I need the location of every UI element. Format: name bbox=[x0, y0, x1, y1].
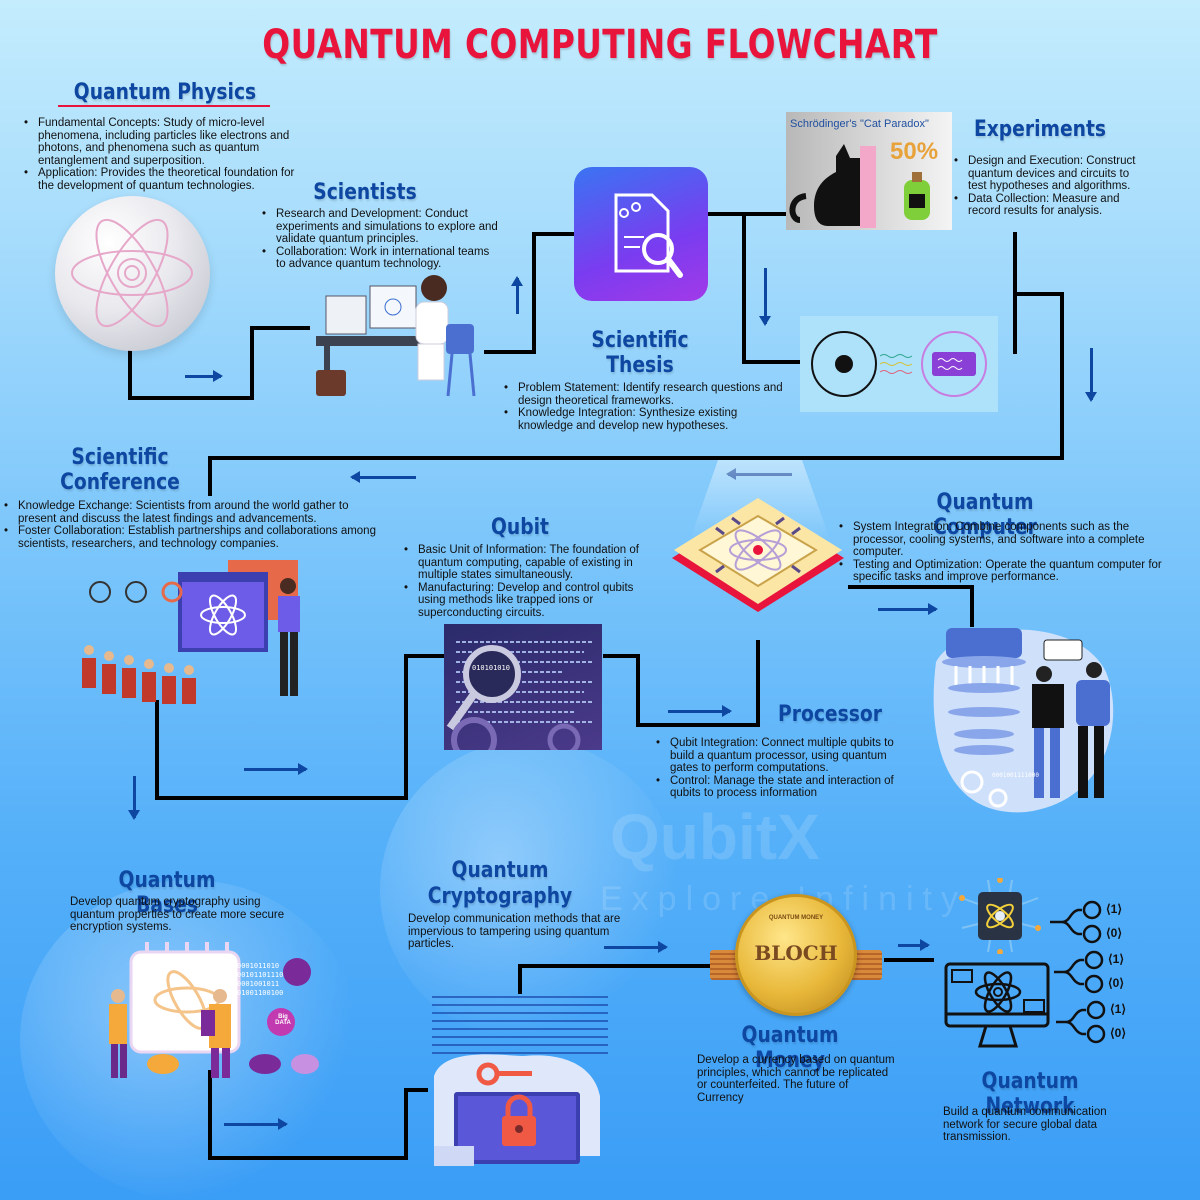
bullet-item: Testing and Optimization: Operate the qu… bbox=[835, 559, 1165, 584]
cat-paradox-caption: Schrödinger's "Cat Paradox" bbox=[790, 118, 929, 130]
node-heading-line-2: Conference bbox=[60, 470, 180, 495]
big-data-badge: Big DATA bbox=[275, 1014, 291, 1026]
node-heading: Quantum Money bbox=[741, 1023, 839, 1073]
flow-arrow-left bbox=[350, 471, 416, 483]
node-bullets: Problem Statement: Identify research que… bbox=[500, 382, 790, 432]
node-heading: Quantum Physics bbox=[73, 80, 257, 105]
state-label: ⟨0⟩ bbox=[1106, 926, 1123, 940]
flow-arrow-down bbox=[1085, 348, 1097, 402]
bullet-item: Research and Development: Conduct experi… bbox=[258, 208, 498, 246]
quantum-lab-illustration: 0001001111000 bbox=[926, 622, 1126, 818]
bullet-item: Qubit Integration: Connect multiple qubi… bbox=[652, 737, 912, 775]
node-description: Develop quantum cryptography using quant… bbox=[70, 896, 285, 933]
quantum-bases-illustration: Big DATA 0001011010 00101101110 00010010… bbox=[95, 942, 325, 1082]
qubit-binary-text: 010101010 bbox=[472, 664, 510, 672]
flow-arrow-down bbox=[128, 776, 140, 820]
bullet-item: Data Collection: Measure and record resu… bbox=[950, 193, 1150, 218]
state-label: ⟨1⟩ bbox=[1108, 952, 1125, 966]
flow-arrow-right bbox=[668, 705, 732, 717]
node-heading: Quantum Network bbox=[981, 1069, 1079, 1119]
flow-arrow-left bbox=[726, 468, 792, 480]
network-monitor-icon bbox=[944, 962, 1052, 1054]
bullet-item: Knowledge Exchange: Scientists from arou… bbox=[0, 500, 390, 525]
qubit-state-tree: ⟨1⟩ ⟨0⟩ ⟨1⟩ ⟨0⟩ ⟨1⟩ ⟨0⟩ bbox=[1050, 896, 1200, 1046]
bloch-coin-icon: QUANTUM MONEY BLOCH bbox=[735, 894, 857, 1016]
node-description: Develop communication methods that are i… bbox=[408, 913, 621, 950]
bullet-item: Application: Provides the theoretical fo… bbox=[20, 167, 310, 192]
flow-arrow-right bbox=[244, 763, 308, 775]
node-bullets: Knowledge Exchange: Scientists from arou… bbox=[0, 500, 390, 550]
bullet-item: Control: Manage the state and interactio… bbox=[652, 775, 912, 800]
node-heading: Processor bbox=[778, 702, 882, 727]
node-bullets: System Integration: Combine components s… bbox=[835, 521, 1165, 584]
node-heading-line-1: Quantum bbox=[451, 858, 549, 883]
bullet-item: Collaboration: Work in international tea… bbox=[258, 246, 498, 271]
bullet-item: Manufacturing: Develop and control qubit… bbox=[400, 582, 660, 620]
bullet-item: Design and Execution: Construct quantum … bbox=[950, 155, 1150, 193]
atom-orb-icon bbox=[55, 196, 210, 351]
state-label: ⟨0⟩ bbox=[1108, 976, 1125, 990]
flow-arrow-right bbox=[878, 603, 938, 615]
network-chip-icon bbox=[958, 877, 1042, 955]
state-label: ⟨1⟩ bbox=[1106, 902, 1123, 916]
node-bullets: Research and Development: Conduct experi… bbox=[258, 208, 498, 271]
bullet-item: System Integration: Combine components s… bbox=[835, 521, 1165, 559]
particle-wave-icon bbox=[800, 316, 998, 412]
heading-underline bbox=[58, 105, 270, 107]
node-heading: Quantum Bases bbox=[118, 868, 216, 918]
flow-arrow-right bbox=[185, 370, 223, 382]
node-bullets: Qubit Integration: Connect multiple qubi… bbox=[652, 737, 912, 800]
node-heading-line-2: Thesis bbox=[606, 353, 674, 378]
scientist-at-computer-illustration bbox=[312, 268, 482, 404]
node-heading-line-1: Scientific bbox=[71, 445, 169, 470]
state-label: ⟨1⟩ bbox=[1110, 1002, 1127, 1016]
node-description: Build a quantum communication network fo… bbox=[943, 1106, 1107, 1143]
qubit-magnifier-image: 010101010 bbox=[444, 624, 602, 750]
lab-binary-label: 0001001111000 bbox=[992, 772, 1039, 779]
bullet-item: Knowledge Integration: Synthesize existi… bbox=[500, 407, 790, 432]
flow-arrow-right bbox=[224, 1118, 288, 1130]
flow-arrow-down bbox=[759, 268, 771, 326]
bullet-item: Problem Statement: Identify research que… bbox=[500, 382, 790, 407]
node-heading: Experiments bbox=[973, 117, 1107, 142]
page-title: QUANTUM COMPUTING FLOWCHART bbox=[262, 22, 938, 68]
binary-lines: 0001011010 00101101110 0001001011 010011… bbox=[237, 962, 284, 997]
background-globe bbox=[380, 740, 680, 1040]
coin-label: BLOCH bbox=[754, 941, 838, 965]
node-heading-line-1: Scientific bbox=[591, 328, 689, 353]
document-magnifier-icon bbox=[574, 167, 708, 301]
flow-arrow-up bbox=[511, 276, 523, 314]
node-heading: Qubit bbox=[491, 515, 549, 540]
node-heading: Scientists bbox=[313, 180, 417, 205]
conference-illustration bbox=[78, 558, 318, 708]
flow-arrow-right bbox=[604, 941, 668, 953]
node-heading-line-2: Cryptography bbox=[427, 884, 573, 909]
node-description: Develop a currency based on quantum prin… bbox=[697, 1054, 895, 1104]
bullet-item: Foster Collaboration: Establish partners… bbox=[0, 525, 390, 550]
coin-top-text: QUANTUM MONEY bbox=[768, 915, 824, 921]
probability-label: 50% bbox=[890, 138, 939, 165]
flow-arrow-right bbox=[898, 939, 930, 951]
bullet-item: Fundamental Concepts: Study of micro-lev… bbox=[20, 117, 310, 167]
lock-key-laptop-illustration bbox=[424, 996, 610, 1170]
quantum-chip-icon bbox=[666, 494, 850, 644]
watermark-brand: QubitX bbox=[610, 801, 820, 873]
bullet-item: Basic Unit of Information: The foundatio… bbox=[400, 544, 660, 582]
state-label: ⟨0⟩ bbox=[1110, 1026, 1127, 1040]
node-bullets: Fundamental Concepts: Study of micro-lev… bbox=[20, 117, 310, 192]
node-bullets: Design and Execution: Construct quantum … bbox=[950, 155, 1150, 218]
node-bullets: Basic Unit of Information: The foundatio… bbox=[400, 544, 660, 619]
cat-paradox-image: Schrödinger's "Cat Paradox" 50% bbox=[786, 112, 952, 230]
